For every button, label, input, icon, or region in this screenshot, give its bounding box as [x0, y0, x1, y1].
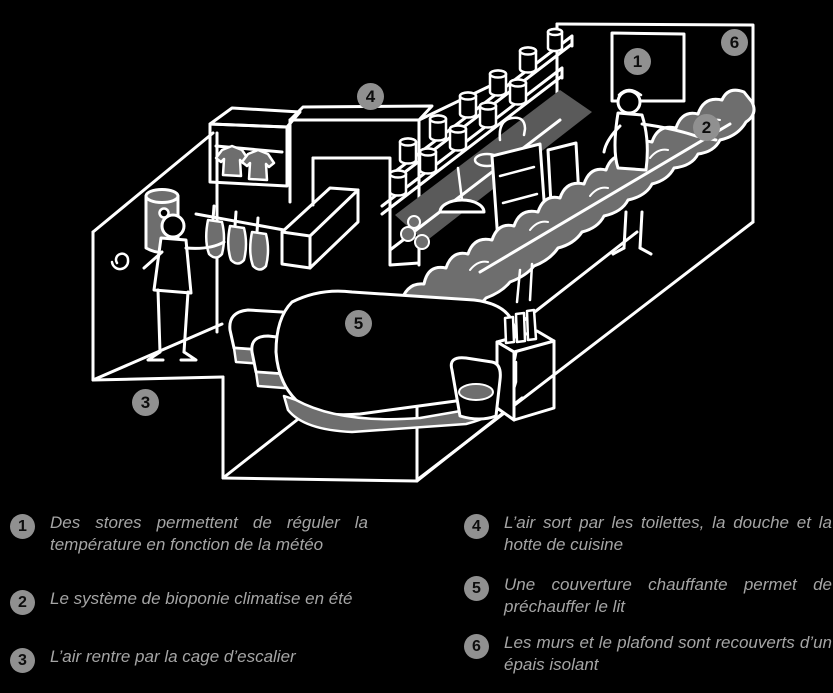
- callout-badge-6: 6: [721, 29, 748, 56]
- callout-badge-2: 2: [693, 114, 720, 141]
- apartment-illustration: [91, 22, 756, 483]
- book: [503, 315, 516, 345]
- legend-badge-3: 3: [10, 648, 35, 673]
- pendant-lamp: [438, 198, 486, 214]
- book: [525, 308, 538, 342]
- person-laundry: [142, 207, 226, 362]
- nightstand: [495, 308, 556, 422]
- faucet: [498, 116, 527, 142]
- person-gardening: [602, 88, 718, 256]
- bathroom-doorway: [280, 104, 434, 270]
- chair: [449, 356, 502, 421]
- legend-text-6: Les murs et le plafond sont recouverts d…: [504, 633, 832, 675]
- legend-text-4: L’air sort par les toilettes, la douche …: [504, 513, 832, 555]
- legend-badge-1: 1: [10, 514, 35, 539]
- legend-badge-4: 4: [464, 514, 489, 539]
- legend-badge-5: 5: [464, 576, 489, 601]
- book: [514, 311, 527, 344]
- window: [610, 31, 686, 103]
- shirt: [240, 148, 276, 182]
- bioponie-planter: [398, 88, 756, 338]
- sock: [227, 224, 248, 265]
- hook-spiral: [110, 252, 130, 271]
- legend-text-1: Des stores permettent de réguler la temp…: [50, 513, 368, 555]
- fruit: [400, 226, 416, 242]
- sock: [249, 230, 270, 271]
- legend-badge-6: 6: [464, 634, 489, 659]
- callout-badge-3: 3: [132, 389, 159, 416]
- shirt: [214, 144, 250, 178]
- callout-badge-4: 4: [357, 83, 384, 110]
- bed: [228, 289, 518, 434]
- sock: [205, 218, 226, 259]
- legend-badge-2: 2: [10, 590, 35, 615]
- legend-text-2: Le système de bioponie climatise en été: [50, 589, 353, 608]
- callout-badge-5: 5: [345, 310, 372, 337]
- apartment-structure: [91, 22, 755, 483]
- fruit: [407, 215, 421, 229]
- laundry-area: [110, 106, 302, 271]
- fruit: [414, 234, 430, 250]
- legend-text-5: Une couverture chauffante permet de préc…: [504, 575, 832, 617]
- callout-badge-1: 1: [624, 48, 651, 75]
- jars: [388, 27, 564, 197]
- legend-text-3: L’air rentre par la cage d’escalier: [50, 647, 296, 666]
